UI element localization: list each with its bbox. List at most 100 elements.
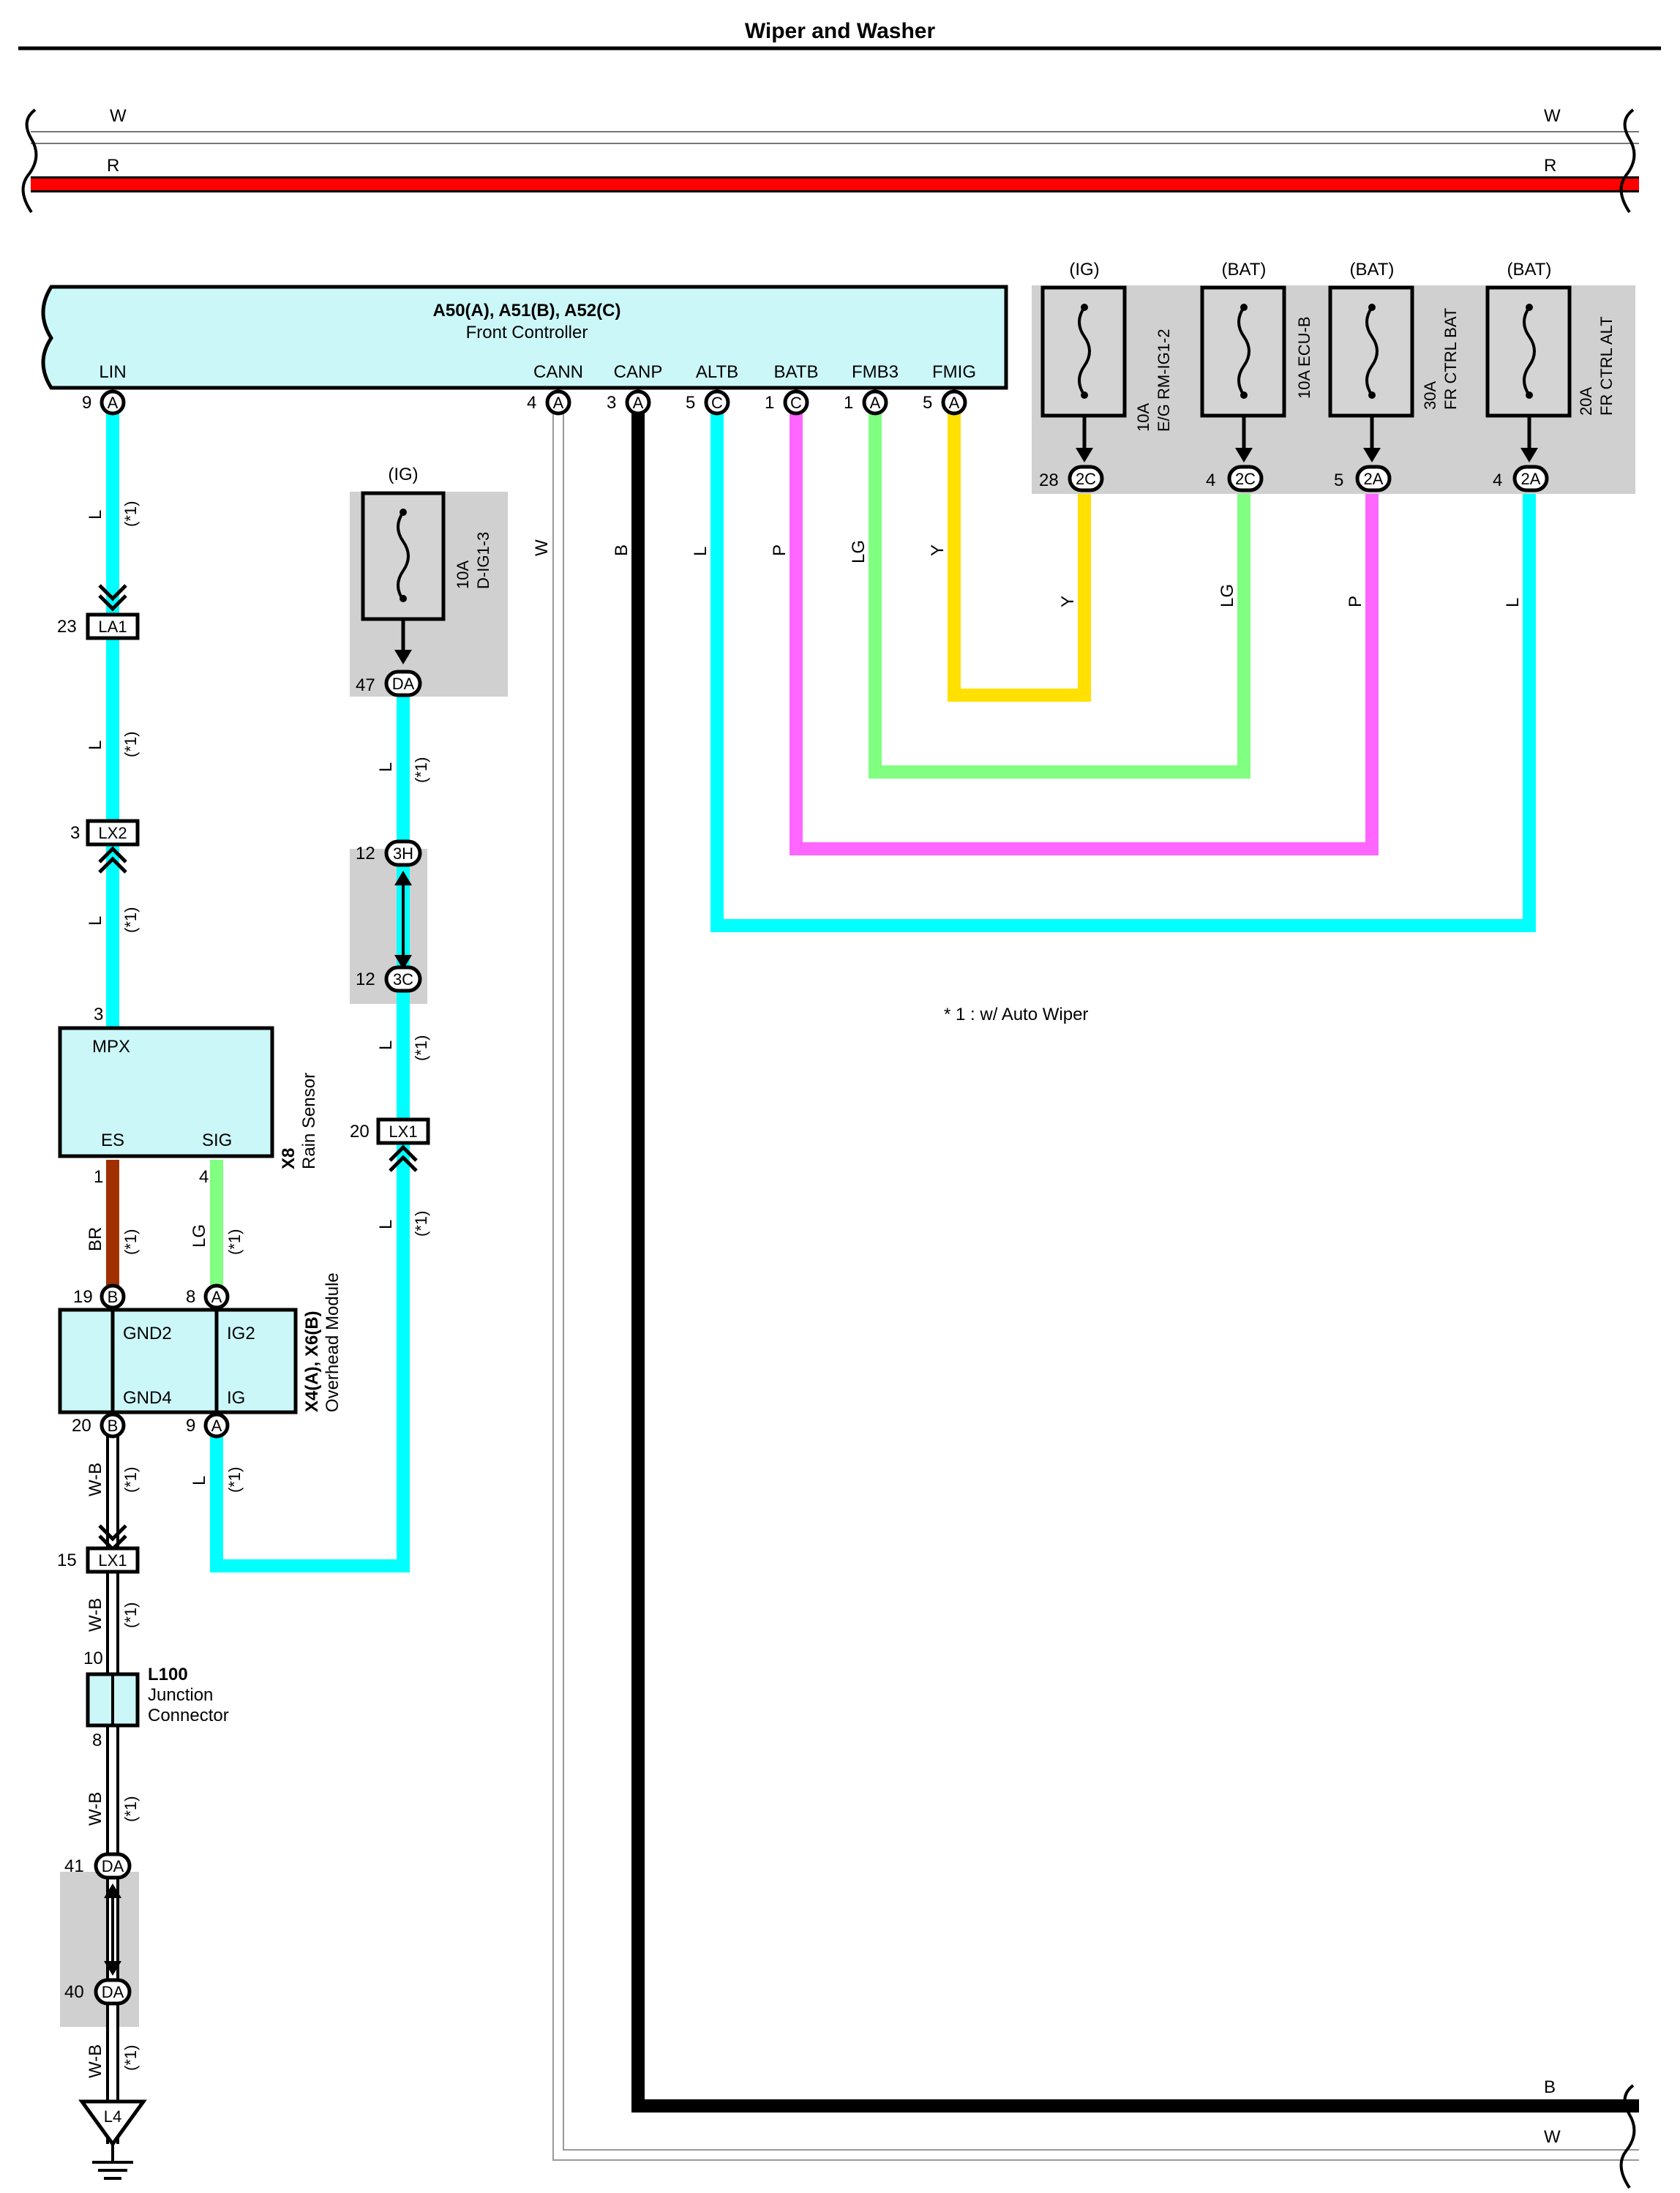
svg-text:GND4: GND4	[123, 1388, 172, 1408]
svg-text:3C: 3C	[393, 970, 413, 989]
connector-la1: 23 LA1	[57, 584, 140, 640]
svg-text:8: 8	[186, 1287, 195, 1307]
svg-text:(*1): (*1)	[121, 1602, 140, 1628]
rain-sensor: 3 MPX ES SIG X8 Rain Sensor 1 4	[58, 1005, 319, 1187]
svg-text:12: 12	[356, 970, 375, 989]
svg-text:(BAT): (BAT)	[1350, 260, 1395, 280]
ig-wire-labels: L (*1)	[190, 1467, 244, 1493]
svg-text:4: 4	[1206, 471, 1215, 490]
connector-lx2: 3 LX2	[70, 819, 140, 874]
svg-text:R: R	[107, 156, 119, 176]
footnote: * 1 : w/ Auto Wiper	[944, 1005, 1088, 1024]
conn-da-shade	[60, 1872, 139, 2027]
svg-text:(*1): (*1)	[121, 501, 140, 527]
svg-text:IG: IG	[227, 1388, 245, 1408]
svg-text:GND2: GND2	[123, 1324, 172, 1343]
svg-text:1: 1	[765, 393, 774, 413]
svg-text:28: 28	[1039, 471, 1059, 490]
fuse-3: (BAT) 30A FR CTRL BAT 5 2A	[1328, 260, 1460, 492]
svg-text:BR: BR	[86, 1227, 105, 1251]
connector-3c: 12 3C	[356, 965, 422, 993]
svg-text:47: 47	[356, 675, 375, 695]
svg-text:LA1: LA1	[98, 618, 127, 636]
connector-lx1-upper: 20 LX1	[350, 1117, 430, 1172]
fuse-dig: (IG) 10A D-IG1-3 47 DA	[356, 465, 492, 697]
svg-text:5: 5	[1334, 471, 1343, 490]
svg-text:B: B	[612, 544, 631, 556]
svg-text:8: 8	[92, 1731, 102, 1750]
connector-da-40: 40 DA	[64, 1978, 132, 2006]
junction-connector: 10 8 L100 Junction Connector	[83, 1649, 229, 1750]
svg-text:W-B: W-B	[86, 1598, 105, 1632]
svg-text:41: 41	[64, 1856, 84, 1876]
svg-text:(BAT): (BAT)	[1222, 260, 1267, 280]
svg-text:5: 5	[686, 393, 695, 413]
svg-text:3: 3	[70, 823, 80, 843]
svg-text:20: 20	[72, 1416, 91, 1436]
svg-text:(*1): (*1)	[121, 732, 140, 757]
svg-text:10: 10	[83, 1649, 103, 1668]
bus-break-bottom	[1619, 2084, 1636, 2189]
svg-text:Junction: Junction	[148, 1685, 213, 1705]
svg-text:30A: 30A	[1421, 381, 1439, 410]
front-controller: A50(A), A51(B), A52(C) Front Controller	[41, 285, 1008, 390]
svg-text:20A: 20A	[1577, 387, 1595, 416]
wires	[106, 410, 1639, 2161]
svg-text:(*1): (*1)	[121, 1467, 140, 1493]
svg-text:3H: 3H	[393, 844, 413, 863]
svg-text:15: 15	[57, 1551, 77, 1570]
svg-text:(*1): (*1)	[225, 1229, 244, 1255]
svg-text:B: B	[108, 1417, 119, 1435]
svg-text:(*1): (*1)	[412, 757, 430, 783]
svg-text:40: 40	[64, 1982, 84, 2002]
svg-text:X8: X8	[279, 1148, 299, 1169]
svg-text:19: 19	[73, 1287, 93, 1307]
svg-text:20: 20	[350, 1122, 370, 1142]
diagram-title: Wiper and Washer	[745, 19, 936, 43]
svg-text:10A: 10A	[454, 561, 472, 589]
svg-text:P: P	[1346, 596, 1365, 607]
svg-text:A: A	[211, 1288, 222, 1306]
lx1-column-labels: L (*1) L (*1) L (*1)	[376, 757, 430, 1237]
svg-text:W-B: W-B	[86, 1792, 105, 1826]
svg-text:FR CTRL BAT: FR CTRL BAT	[1441, 308, 1460, 410]
svg-text:L: L	[691, 547, 710, 556]
svg-text:(BAT): (BAT)	[1507, 260, 1552, 280]
svg-text:L: L	[376, 1041, 396, 1050]
svg-text:Overhead Module: Overhead Module	[323, 1272, 342, 1412]
svg-text:Y: Y	[928, 544, 948, 556]
svg-text:4: 4	[1493, 471, 1502, 490]
svg-text:B: B	[108, 1288, 119, 1306]
svg-text:L: L	[1503, 598, 1523, 607]
svg-text:4: 4	[199, 1167, 209, 1187]
svg-text:10A: 10A	[1134, 403, 1152, 432]
svg-text:D-IG1-3: D-IG1-3	[474, 532, 492, 589]
bus-break-left	[21, 108, 38, 214]
svg-text:DA: DA	[102, 1857, 124, 1875]
top-bus-r: R R	[31, 156, 1639, 192]
front-controller-codes: A50(A), A51(B), A52(C)	[433, 301, 621, 320]
svg-text:3: 3	[94, 1005, 103, 1024]
svg-text:A: A	[870, 394, 881, 412]
svg-text:(*1): (*1)	[121, 1796, 140, 1822]
svg-text:3: 3	[607, 393, 616, 413]
fuse-1: (IG) 10A E/G RM-IG1-2 28 2C	[1039, 260, 1173, 492]
svg-text:LG: LG	[1218, 584, 1237, 607]
svg-text:LX1: LX1	[389, 1122, 417, 1141]
ground-icon: L4	[78, 2099, 147, 2180]
svg-text:FR CTRL ALT: FR CTRL ALT	[1597, 316, 1616, 416]
svg-text:(IG): (IG)	[388, 465, 418, 484]
svg-text:W: W	[110, 106, 127, 126]
svg-text:L: L	[376, 1220, 396, 1229]
svg-text:9: 9	[82, 393, 91, 413]
svg-text:(*1): (*1)	[121, 2045, 140, 2071]
svg-text:SIG: SIG	[202, 1131, 232, 1150]
svg-text:LX1: LX1	[98, 1551, 127, 1570]
svg-text:1: 1	[844, 393, 853, 413]
